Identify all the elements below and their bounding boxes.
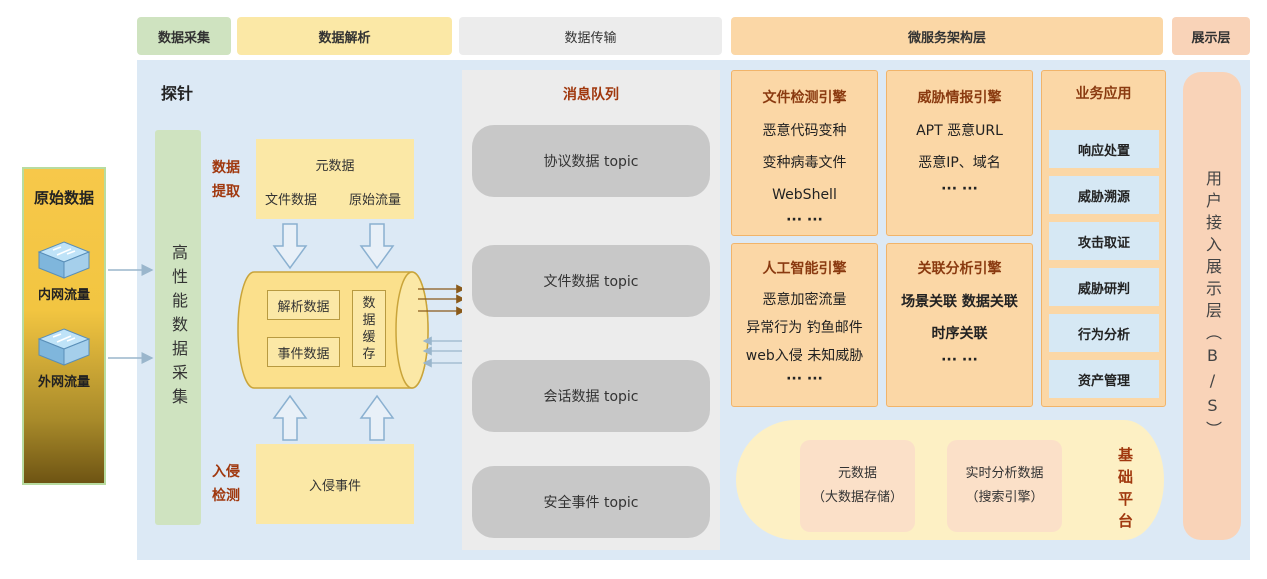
platform-metadata-sub: （大数据存储） [811,490,903,505]
biz-trace: 威胁溯源 [1049,176,1159,214]
engine-item: ··· ··· [786,212,823,228]
header-data-collection: 数据采集 [137,17,231,55]
engine-item: ··· ··· [941,352,978,368]
platform-metadata: 元数据 （大数据存储） [800,440,915,532]
base-platform-label: 基础平台 [1118,446,1134,530]
collector-label: 高性能数据采集 [169,243,188,412]
event-data-box: 事件数据 [267,337,340,367]
queue-title: 消息队列 [563,87,619,103]
raw-data-title: 原始数据 [33,189,94,207]
header-microservice-layer: 微服务架构层 [731,17,1163,55]
engine-title: 人工智能引擎 [762,261,847,277]
topic-protocol: 协议数据 topic [472,125,710,197]
server-icon [37,241,91,279]
engine-item: 恶意代码变种 [762,123,847,139]
metadata-label: 元数据 [315,159,355,174]
extract-box: 元数据 文件数据 原始流量 [256,139,414,219]
raw-traffic-label: 原始流量 [349,193,402,208]
engine-item: 场景关联 数据关联 [901,294,1018,310]
probe-title: 探针 [161,84,194,103]
data-extract-label: 数据提取 [212,160,240,200]
raw-to-probe-arrows [108,264,154,364]
engine-title: 威胁情报引擎 [917,90,1002,106]
high-performance-collector: 高性能数据采集 [155,130,201,525]
data-cache-label: 数据缓存 [362,295,376,362]
file-data-label: 文件数据 [265,193,318,208]
topic-file: 文件数据 topic [472,245,710,317]
header-data-transport: 数据传输 [459,17,722,55]
user-access-display-layer: 用户接入展示层（B/S） [1183,72,1241,540]
biz-assets: 资产管理 [1049,360,1159,398]
biz-response: 响应处置 [1049,130,1159,168]
external-traffic-label: 外网流量 [37,375,90,390]
engine-item: ··· ··· [786,371,823,387]
topic-session: 会话数据 topic [472,360,710,432]
engine-title: 文件检测引擎 [762,90,847,106]
biz-judgment: 威胁研判 [1049,268,1159,306]
intrusion-event-box: 入侵事件 [256,444,414,524]
biz-behavior: 行为分析 [1049,314,1159,352]
raw-data-box: 原始数据 内网流量 外网流量 [22,167,106,485]
correlation-engine: 关联分析引擎 场景关联 数据关联 时序关联 ··· ··· [886,243,1033,407]
biz-forensics: 攻击取证 [1049,222,1159,260]
engine-item: 时序关联 [931,326,988,342]
platform-realtime-label: 实时分析数据 [965,466,1044,481]
header-data-parsing: 数据解析 [237,17,452,55]
ai-engine: 人工智能引擎 恶意加密流量 异常行为 钓鱼邮件 web入侵 未知威胁 ··· ·… [731,243,878,407]
engine-title: 关联分析引擎 [917,261,1002,277]
threat-intel-engine: 威胁情报引擎 APT 恶意URL 恶意IP、域名 ··· ··· [886,70,1033,236]
engine-item: web入侵 未知威胁 [745,348,864,364]
engine-item: 变种病毒文件 [762,155,847,171]
flow-arrows [272,223,395,441]
file-detection-engine: 文件检测引擎 恶意代码变种 变种病毒文件 WebShell ··· ··· [731,70,878,236]
parsed-data-box: 解析数据 [267,290,340,320]
engine-item: 异常行为 钓鱼邮件 [746,320,863,336]
engine-item: 恶意加密流量 [762,292,847,308]
platform-realtime: 实时分析数据 （搜索引擎） [947,440,1062,532]
platform-realtime-sub: （搜索引擎） [965,490,1044,505]
platform-metadata-label: 元数据 [837,466,877,481]
display-layer-label: 用户接入展示层（B/S） [1203,169,1222,443]
business-app-title: 业务应用 [1075,86,1132,102]
engine-item: 恶意IP、域名 [918,155,1001,171]
engine-item: ··· ··· [941,181,978,197]
engine-item: APT 恶意URL [916,123,1003,139]
data-cylinder [237,271,429,389]
intrusion-detect-label: 入侵检测 [212,464,240,504]
server-icon [37,328,91,366]
topic-security-event: 安全事件 topic [472,466,710,538]
internal-traffic-label: 内网流量 [37,288,90,303]
header-display-layer: 展示层 [1172,17,1250,55]
data-cache-box: 数据缓存 [352,290,386,367]
engine-item: WebShell [772,187,837,203]
